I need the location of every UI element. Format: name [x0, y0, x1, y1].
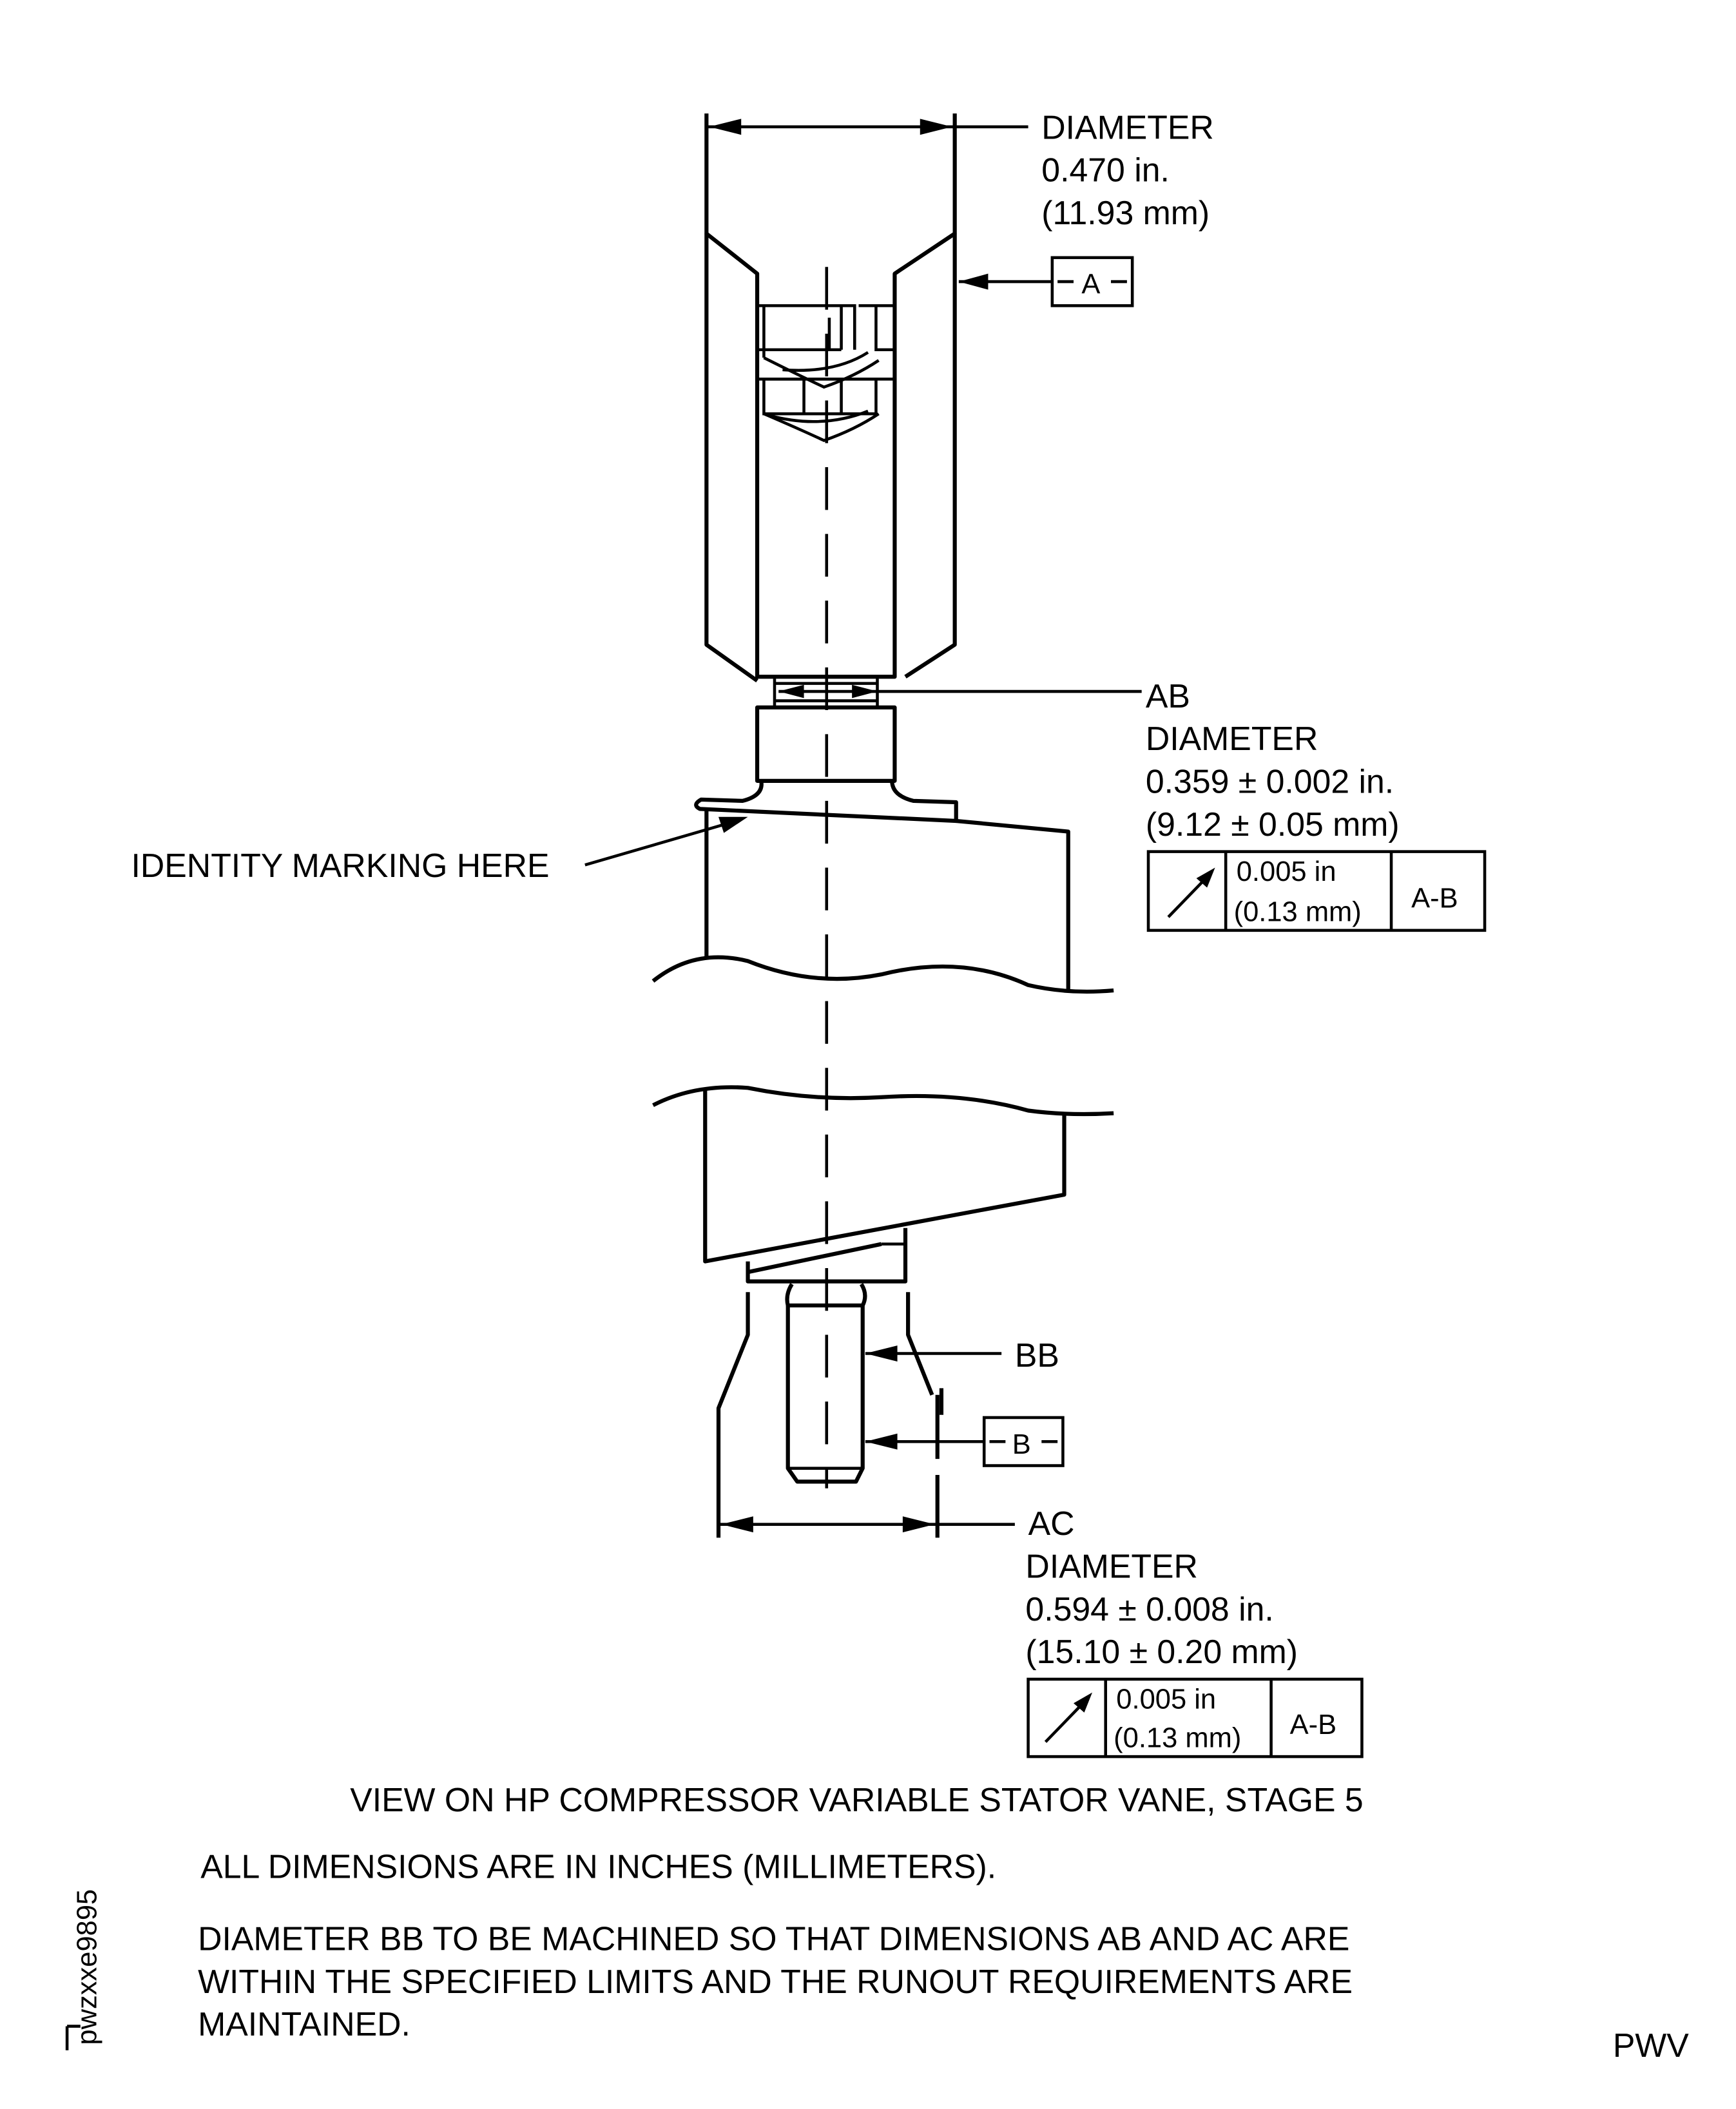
upper-holder	[704, 113, 957, 683]
ab-inch: 0.359 ± 0.002 in.	[1146, 762, 1394, 800]
identity-marking-label: IDENTITY MARKING HERE	[131, 847, 550, 884]
ab-label: DIAMETER	[1146, 720, 1318, 757]
figure-id: pwzxxe9895	[65, 1889, 103, 2050]
ab-runout-datum: A-B	[1411, 883, 1458, 914]
datum-a-box	[1050, 256, 1134, 307]
ab-mm: (9.12 ± 0.05 mm)	[1146, 805, 1400, 843]
ac-name: AC	[1028, 1505, 1075, 1542]
ab-runout-inch: 0.005 in	[1237, 856, 1336, 887]
note-1: ALL DIMENSIONS ARE IN INCHES (MILLIMETER…	[200, 1848, 996, 1885]
ac-runout-inch: 0.005 in	[1116, 1684, 1216, 1715]
ab-name: AB	[1146, 677, 1190, 715]
ac-runout-datum: A-B	[1290, 1709, 1337, 1740]
svg-text:pwzxxe9895: pwzxxe9895	[72, 1889, 103, 2045]
note-3: WITHIN THE SPECIFIED LIMITS AND THE RUNO…	[198, 1963, 1353, 2000]
ac-mm: (15.10 ± 0.20 mm)	[1025, 1633, 1298, 1670]
top-dim-label: DIAMETER	[1041, 108, 1213, 146]
bb-label: BB	[1015, 1336, 1059, 1374]
datum-b-box	[982, 1416, 1065, 1467]
datum-a-label: A	[1081, 269, 1100, 300]
ac-label: DIAMETER	[1025, 1548, 1197, 1585]
ac-runout-mm: (0.13 mm)	[1114, 1723, 1241, 1754]
ab-runout-frame: 0.005 in (0.13 mm) A-B	[1146, 850, 1487, 932]
top-dim-inch: 0.470 in.	[1041, 151, 1170, 189]
datum-b-label: B	[1012, 1429, 1031, 1460]
ab-runout-mm: (0.13 mm)	[1234, 896, 1362, 927]
caption: VIEW ON HP COMPRESSOR VARIABLE STATOR VA…	[350, 1781, 1363, 1818]
ac-inch: 0.594 ± 0.008 in.	[1025, 1590, 1273, 1628]
note-2: DIAMETER BB TO BE MACHINED SO THAT DIMEN…	[198, 1920, 1349, 1957]
top-dim-mm: (11.93 mm)	[1041, 194, 1210, 231]
note-4: MAINTAINED.	[198, 2005, 410, 2043]
ac-runout-frame: 0.005 in (0.13 mm) A-B	[1027, 1677, 1364, 1758]
corner-code: PWV	[1613, 2027, 1689, 2064]
